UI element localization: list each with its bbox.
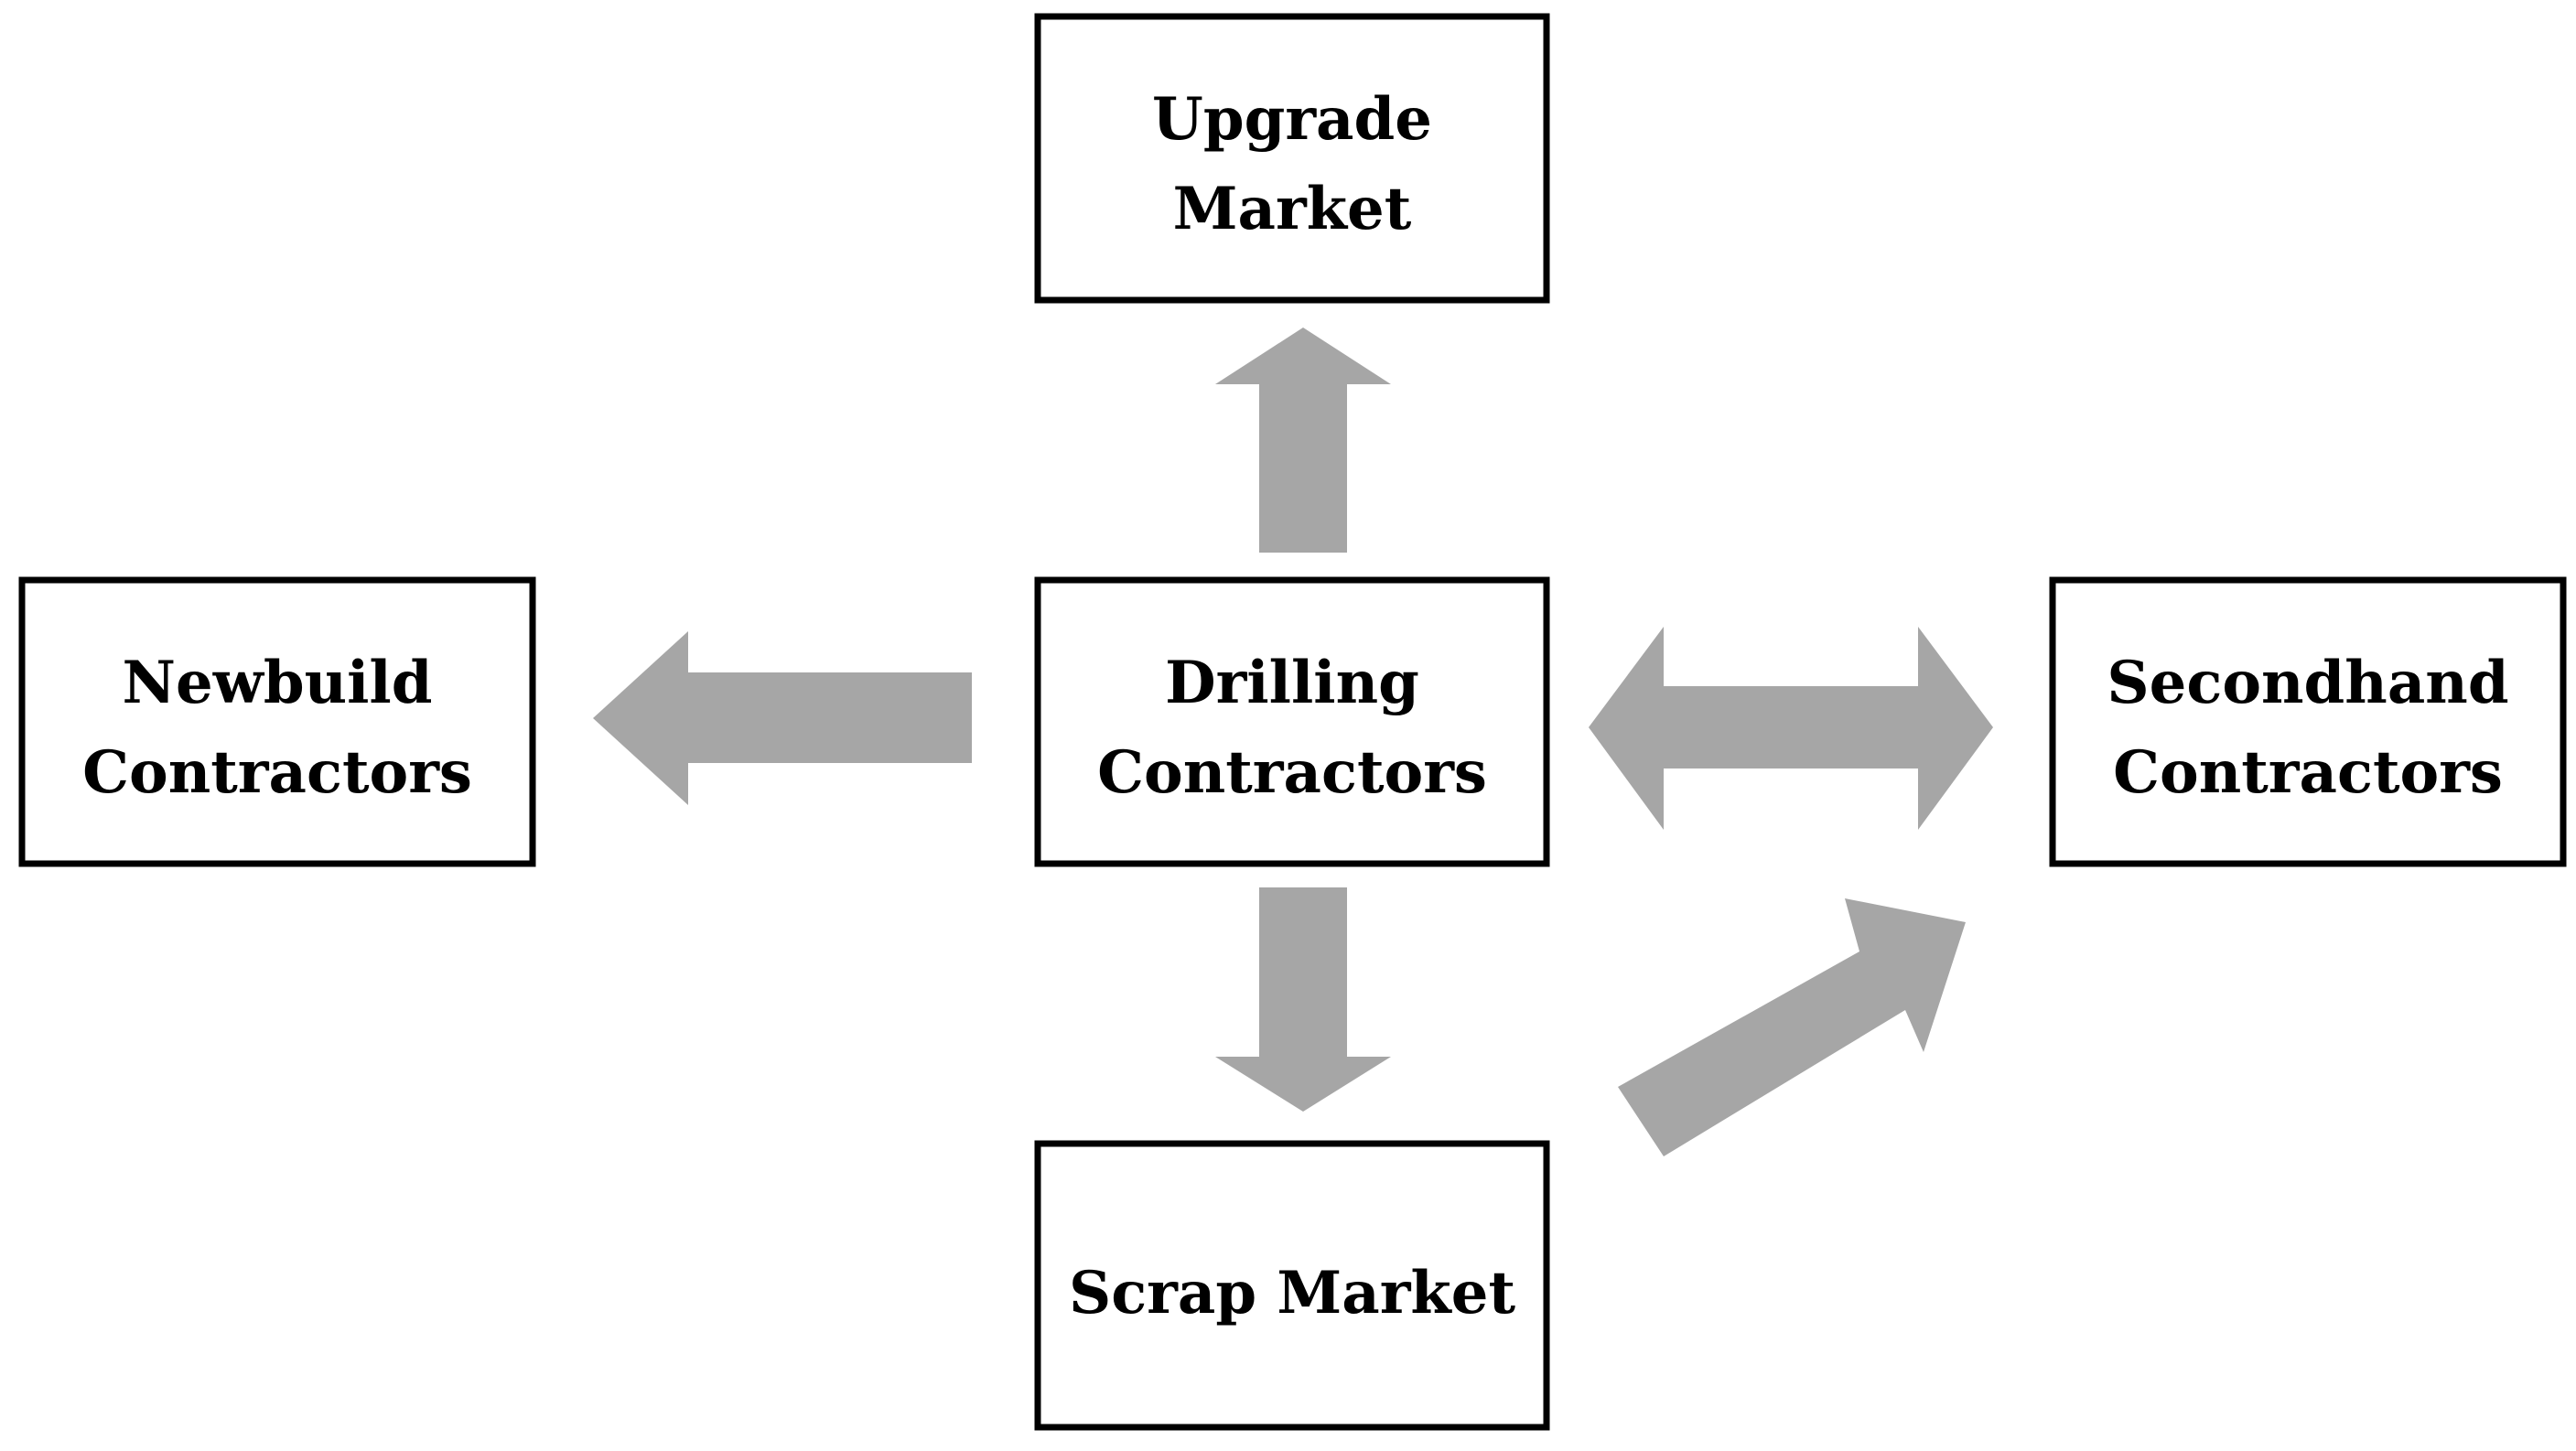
secondhand-contractors-box: Secondhand Contractors [2049, 576, 2567, 867]
arrow-scrap-to-secondhand-contractors [1618, 898, 1966, 1156]
arrow-up-to-upgrade-market [1215, 328, 1391, 553]
secondhand-contractors-label-line2: Contractors [2113, 738, 2503, 807]
arrow-down-to-scrap-market [1215, 887, 1391, 1112]
drilling-contractors-frame [1034, 576, 1550, 867]
upgrade-market-box: Upgrade Market [1034, 13, 1550, 304]
scrap-market-box: Scrap Market [1034, 1140, 1550, 1431]
scrap-market-frame [1034, 1140, 1550, 1431]
drilling-contractors-label-line2: Contractors [1097, 738, 1487, 807]
secondhand-contractors-frame [2049, 576, 2567, 867]
upgrade-market-label-line2: Market [1173, 175, 1412, 243]
newbuild-contractors-label-line2: Contractors [82, 738, 472, 807]
arrow-left-to-newbuild-contractors [593, 631, 972, 805]
newbuild-contractors-frame [18, 576, 536, 867]
upgrade-market-frame [1034, 13, 1550, 304]
secondhand-contractors-label-line1: Secondhand [2107, 649, 2508, 717]
newbuild-contractors-label-line1: Newbuild [123, 649, 433, 717]
upgrade-market-label-line1: Upgrade [1152, 85, 1432, 154]
drilling-contractors-label-line1: Drilling [1165, 649, 1419, 717]
drilling-contractors-box: Drilling Contractors [1034, 576, 1550, 867]
double-arrow-drilling-secondhand [1589, 627, 1993, 830]
newbuild-contractors-box: Newbuild Contractors [18, 576, 536, 867]
scrap-market-label: Scrap Market [1069, 1259, 1516, 1327]
